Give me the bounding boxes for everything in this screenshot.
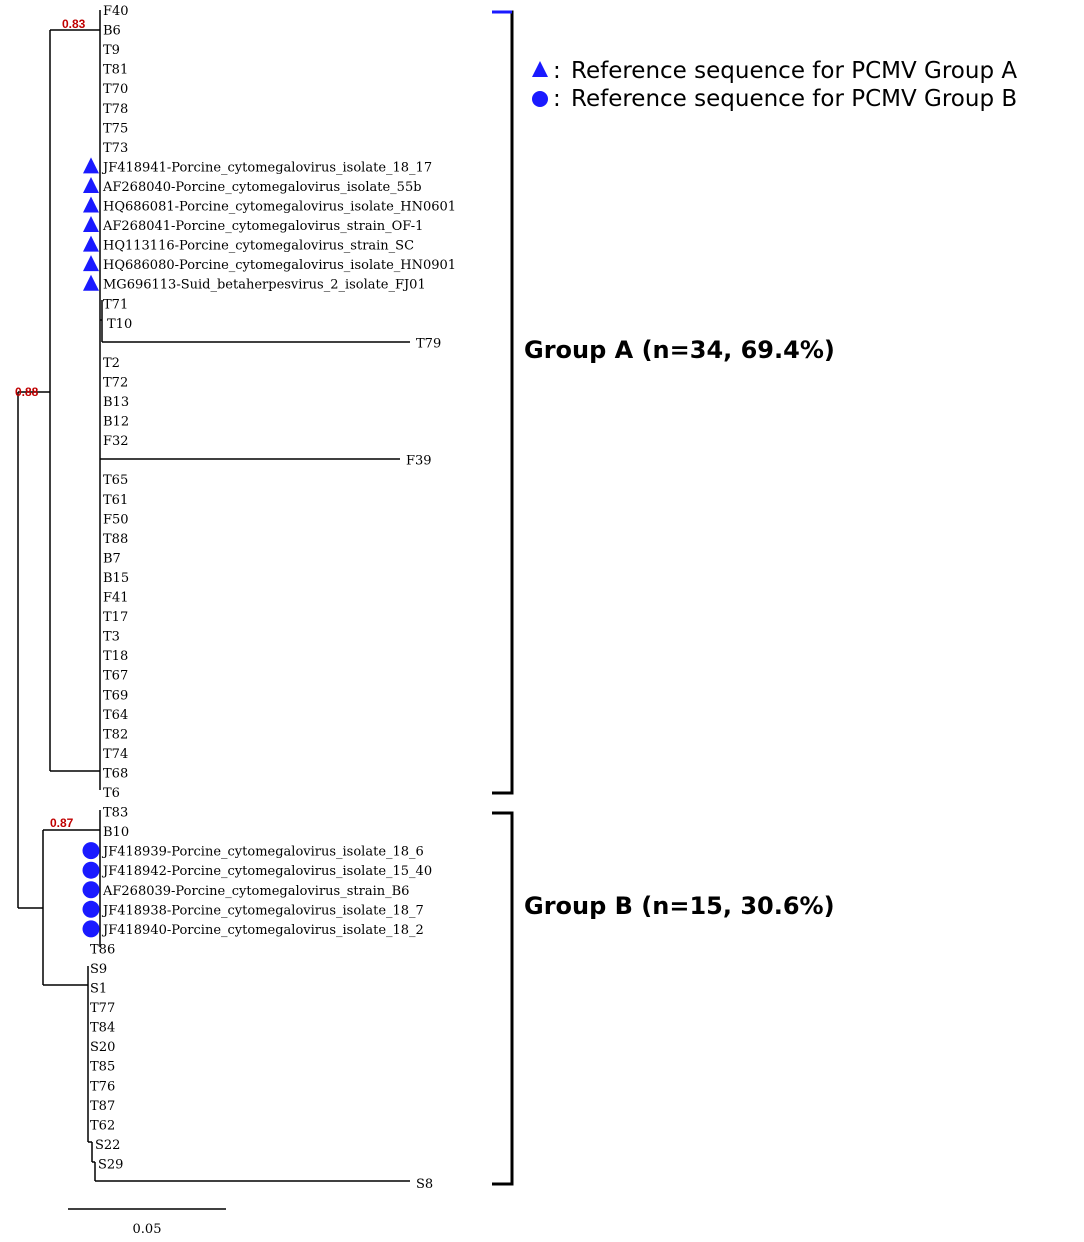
triangle-icon [83, 157, 99, 174]
leaf-label: AF268041-Porcine_cytomegalovirus_strain_… [102, 219, 423, 234]
triangle-icon [83, 255, 99, 272]
leaf-label: MG696113-Suid_betaherpesvirus_2_isolate_… [103, 278, 426, 293]
leaf-label: T83 [103, 806, 128, 821]
leaf-label: T82 [103, 727, 128, 742]
leaf-label: JF418938-Porcine_cytomegalovirus_isolate… [101, 903, 424, 918]
leaf-label: T73 [103, 141, 128, 156]
leaf-label: T17 [103, 610, 128, 625]
leaf-label: T86 [90, 942, 115, 957]
leaf-label: T6 [103, 786, 120, 801]
leaf-label: T70 [103, 82, 128, 97]
leaf-label: T9 [103, 43, 120, 58]
leaf-label: F40 [103, 4, 129, 19]
leaf-label: S9 [90, 962, 107, 977]
legend-item-group-a: Reference sequence for PCMV Group A [571, 58, 1017, 84]
leaf-label: T78 [103, 102, 128, 117]
legend: : Reference sequence for PCMV Group A : … [532, 58, 1017, 112]
leaf-label: JF418940-Porcine_cytomegalovirus_isolate… [101, 923, 424, 938]
leaf-label: T69 [103, 688, 128, 703]
leaf-label: T75 [103, 121, 128, 136]
leaf-label: T72 [103, 375, 128, 390]
leaf-label: F41 [103, 591, 129, 606]
leaf-label: JF418942-Porcine_cytomegalovirus_isolate… [101, 864, 432, 879]
leaf-label: B6 [103, 24, 121, 39]
support-value-clade-b: 0.87 [50, 816, 74, 830]
leaf-label: T65 [103, 473, 128, 488]
leaf-label: HQ113116-Porcine_cytomegalovirus_strain_… [103, 239, 414, 254]
support-value-clade-a: 0.83 [62, 17, 86, 31]
circle-icon [82, 920, 100, 938]
leaf-label: T79 [416, 336, 441, 351]
leaf-label: S1 [90, 982, 107, 997]
leaf-label: T71 [103, 297, 128, 312]
support-value-root-a: 0.88 [15, 385, 39, 399]
scale-bar-label: 0.05 [133, 1222, 162, 1237]
triangle-icon [83, 235, 99, 252]
leaf-label: S29 [98, 1157, 123, 1172]
circle-icon [82, 861, 100, 879]
leaf-label: HQ686081-Porcine_cytomegalovirus_isolate… [103, 200, 456, 215]
leaf-label: S22 [95, 1138, 120, 1153]
legend-separator-b: : [553, 86, 561, 112]
leaf-label: T3 [103, 630, 120, 645]
triangle-icon [83, 196, 99, 213]
circle-icon [532, 91, 548, 107]
leaf-label: T62 [90, 1118, 115, 1133]
leaf-label: HQ686080-Porcine_cytomegalovirus_isolate… [103, 258, 456, 273]
leaf-label: S20 [90, 1040, 115, 1055]
group-a-label: Group A (n=34, 69.4%) [524, 336, 835, 364]
leaf-label: T81 [103, 63, 128, 78]
legend-item-group-b: Reference sequence for PCMV Group B [571, 86, 1017, 112]
tree-branches [17, 10, 410, 1182]
leaf-label: JF418939-Porcine_cytomegalovirus_isolate… [101, 845, 424, 860]
leaf-label: T88 [103, 532, 128, 547]
leaf-label: F32 [103, 434, 129, 449]
leaf-label: AF268040-Porcine_cytomegalovirus_isolate… [102, 180, 422, 195]
group-a-bracket [492, 10, 514, 795]
triangle-icon [83, 274, 99, 291]
leaf-label: B10 [103, 825, 129, 840]
group-b-label: Group B (n=15, 30.6%) [524, 892, 835, 920]
leaf-label: B13 [103, 395, 129, 410]
leaf-label: B12 [103, 415, 129, 430]
leaf-label: T18 [103, 649, 128, 664]
triangle-icon [532, 61, 548, 77]
leaf-label: T64 [103, 708, 128, 723]
leaf-label: T87 [90, 1099, 115, 1114]
leaf-label: T76 [90, 1079, 115, 1094]
leaf-label: T85 [90, 1060, 115, 1075]
leaf-label: T74 [103, 747, 128, 762]
triangle-icon [83, 216, 99, 233]
leaf-labels: F40B6T9T81T70T78T75T73JF418941-Porcine_c… [82, 4, 456, 1192]
legend-separator-a: : [553, 58, 561, 84]
leaf-label: T84 [90, 1021, 115, 1036]
leaf-label: T67 [103, 669, 128, 684]
leaf-label: JF418941-Porcine_cytomegalovirus_isolate… [101, 160, 432, 175]
group-b-bracket [492, 811, 514, 1186]
scale-bar: 0.05 [68, 1208, 226, 1237]
leaf-label: T77 [90, 1001, 115, 1016]
leaf-label: T68 [103, 766, 128, 781]
circle-icon [82, 842, 100, 860]
leaf-label: AF268039-Porcine_cytomegalovirus_strain_… [102, 884, 409, 899]
leaf-label: T10 [107, 317, 132, 332]
leaf-label: T61 [103, 493, 128, 508]
triangle-icon [83, 176, 99, 193]
leaf-label: F50 [103, 512, 129, 527]
circle-icon [82, 900, 100, 918]
leaf-label: B7 [103, 551, 121, 566]
leaf-label: B15 [103, 571, 129, 586]
leaf-label: S8 [416, 1177, 433, 1192]
leaf-label: F39 [406, 454, 432, 469]
leaf-label: T2 [103, 356, 120, 371]
circle-icon [82, 881, 100, 899]
